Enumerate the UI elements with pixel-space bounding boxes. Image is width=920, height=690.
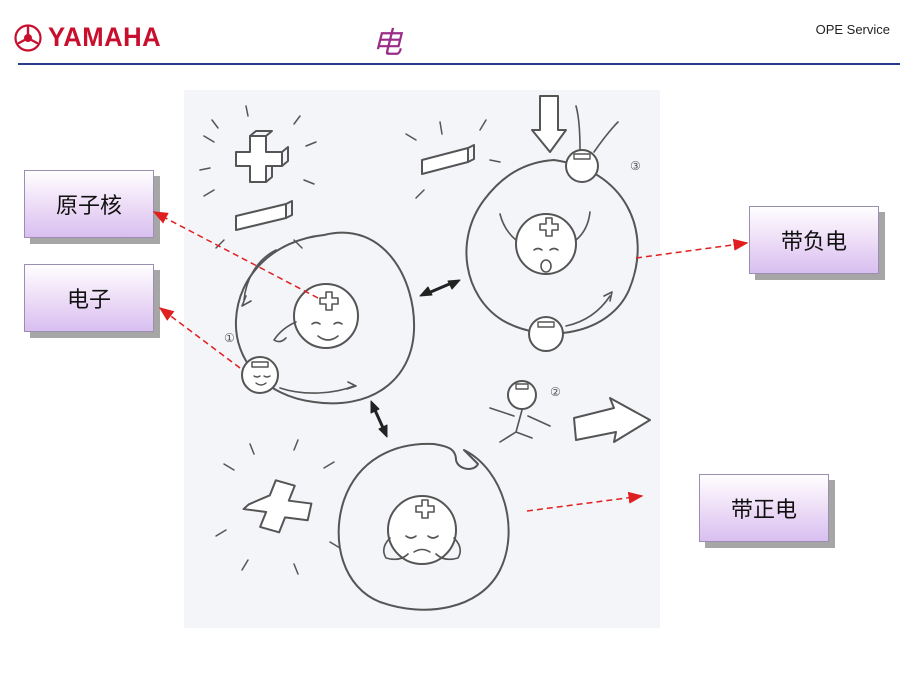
marker-3: ③	[630, 159, 641, 173]
header-divider	[18, 63, 900, 65]
plus-minus-symbols	[199, 105, 317, 249]
negative-atom	[405, 95, 639, 352]
arrow-to-nucleus-label	[152, 211, 319, 299]
service-label: OPE Service	[815, 22, 890, 37]
positive-atom	[337, 442, 510, 611]
label-negative-charge: 带负电	[749, 206, 879, 274]
neutral-atom	[234, 231, 416, 405]
arrow-to-positive-label	[526, 491, 644, 512]
yamaha-logo: YAMAHA	[14, 22, 167, 53]
double-arrow-icon	[370, 279, 461, 438]
arrow-to-negative-label	[635, 238, 749, 259]
label-nucleus-text: 原子核	[55, 194, 122, 219]
marker-2: ②	[550, 385, 561, 399]
label-positive-charge: 带正电	[699, 474, 829, 542]
slide-title: 电	[372, 26, 402, 61]
plus-symbol	[215, 439, 341, 575]
escaping-electron	[489, 380, 651, 443]
marker-1: ①	[224, 331, 235, 345]
atom-charge-illustration: ①	[184, 90, 660, 628]
tuning-fork-emblem-icon	[14, 23, 42, 52]
label-positive-charge-text: 带正电	[730, 498, 797, 523]
label-electron: 电子	[24, 264, 154, 332]
label-electron-text: 电子	[66, 288, 111, 313]
brand-name: YAMAHA	[48, 22, 162, 52]
arrow-to-electron-label	[158, 307, 241, 369]
label-nucleus: 原子核	[24, 170, 154, 238]
label-negative-charge-text: 带负电	[780, 230, 847, 255]
